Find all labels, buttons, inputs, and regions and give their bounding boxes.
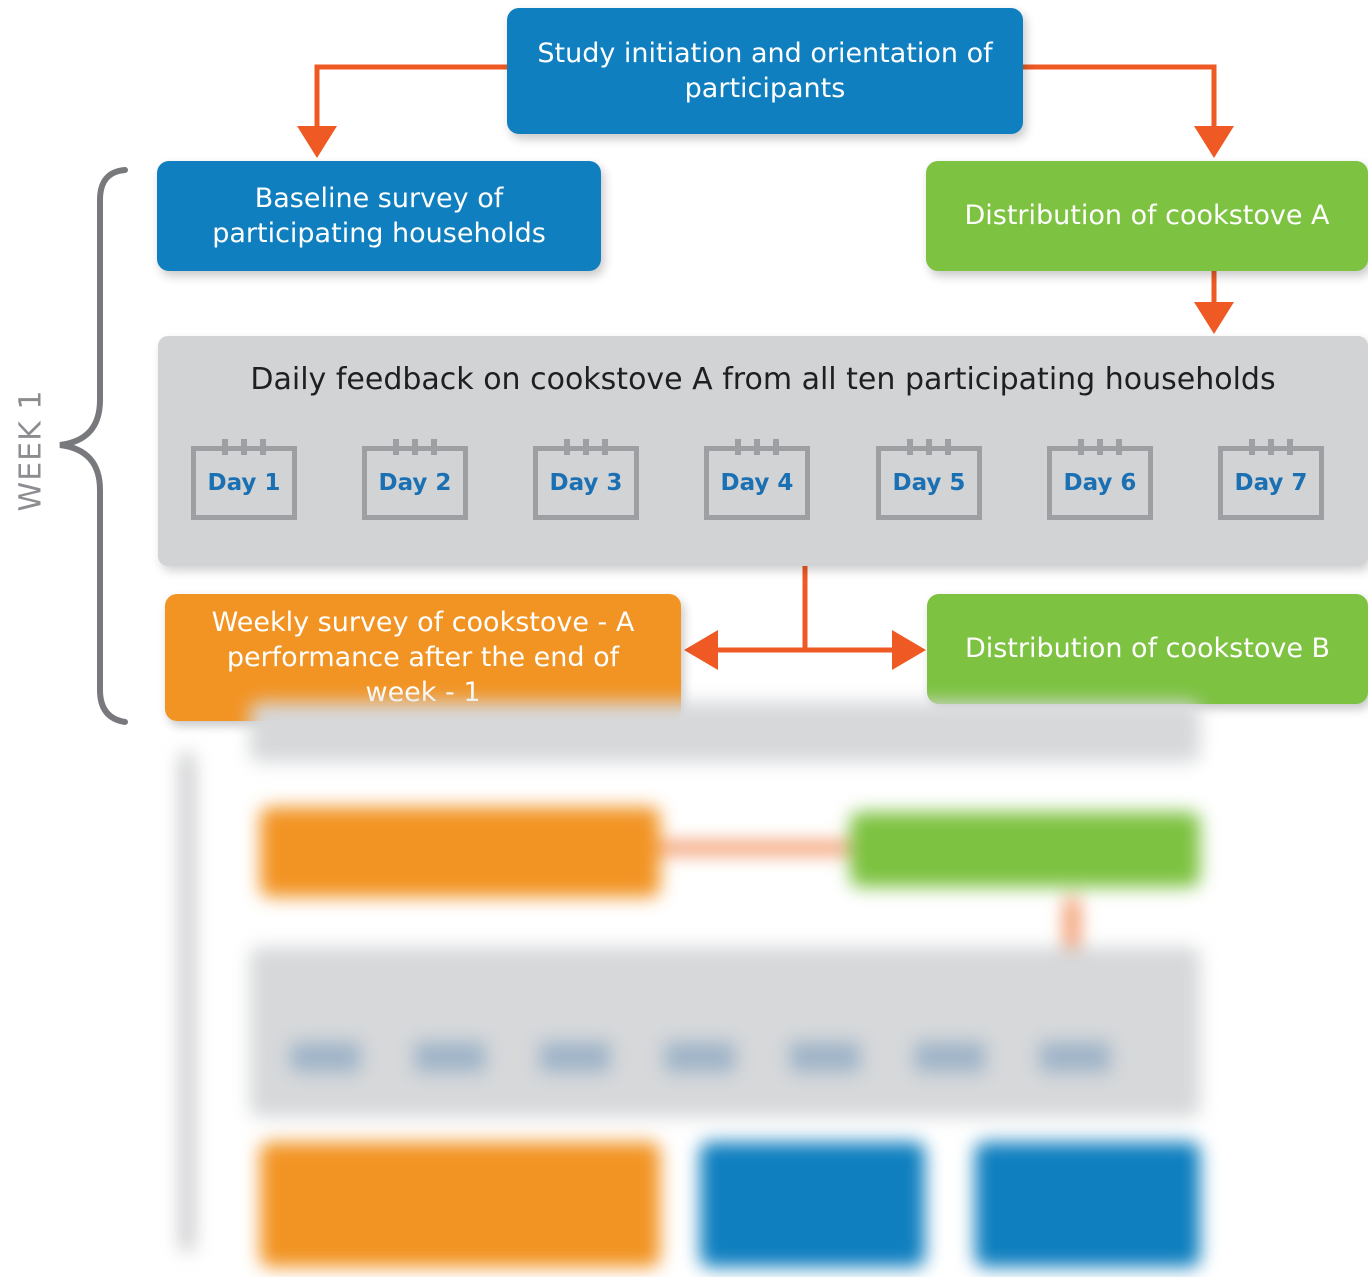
arrow-init-to-distribution-a <box>1023 64 1217 130</box>
calendar-ring <box>564 439 570 455</box>
calendar-ring <box>1268 439 1274 455</box>
day-label: Day 7 <box>1234 470 1308 496</box>
arrowhead-weekly <box>684 630 718 670</box>
distribution-b-text: Distribution of cookstove B <box>964 633 1331 665</box>
blurred-daily-panel <box>250 947 1200 1117</box>
initiation-text: Study initiation and orientation of part… <box>537 37 993 104</box>
calendar-day-7: Day 7 <box>1218 439 1324 520</box>
calendar-ring <box>1097 439 1103 455</box>
calendar-ring <box>222 439 228 455</box>
calendar-ring <box>602 439 608 455</box>
blurred-continuation <box>110 702 1230 1277</box>
calendar-day-6: Day 6 <box>1047 439 1153 520</box>
calendar-ring <box>583 439 589 455</box>
calendar-ring <box>945 439 951 455</box>
blurred-connector <box>1065 897 1079 952</box>
calendar-ring <box>754 439 760 455</box>
arrowhead-baseline <box>297 126 337 158</box>
arrow-init-to-baseline <box>314 64 507 130</box>
calendar-ring <box>907 439 913 455</box>
day-label: Day 3 <box>549 470 623 496</box>
blurred-panel-top <box>250 702 1200 762</box>
calendar-day-5: Day 5 <box>876 439 982 520</box>
baseline-survey-box: Baseline survey of participating househo… <box>157 161 601 271</box>
weekly-survey-text: Weekly survey of cookstove - A performan… <box>211 606 635 709</box>
calendar-ring <box>412 439 418 455</box>
day-label: Day 6 <box>1063 470 1137 496</box>
day-label: Day 2 <box>378 470 452 496</box>
day-label: Day 5 <box>892 470 966 496</box>
calendar-ring <box>1249 439 1255 455</box>
week-brace <box>59 167 128 725</box>
blurred-brace <box>180 752 194 1252</box>
week-label-text: WEEK 1 <box>13 389 49 511</box>
calendar-ring <box>1078 439 1084 455</box>
calendar-ring <box>260 439 266 455</box>
blurred-orange-box <box>260 807 660 897</box>
calendar-ring <box>393 439 399 455</box>
calendar-day-4: Day 4 <box>704 439 810 520</box>
blurred-blue-box <box>975 1142 1200 1267</box>
day-label: Day 4 <box>720 470 794 496</box>
arrowhead-distribution-a <box>1194 126 1234 158</box>
distribution-a-box: Distribution of cookstove A <box>926 161 1368 271</box>
calendar-day-3: Day 3 <box>533 439 639 520</box>
distribution-b-box: Distribution of cookstove B <box>927 594 1368 704</box>
calendar-ring <box>773 439 779 455</box>
blurred-green-box <box>850 812 1200 887</box>
baseline-survey-text: Baseline survey of participating househo… <box>212 182 546 249</box>
blurred-orange-box <box>260 1142 660 1267</box>
arrowhead-distribution-b <box>892 630 926 670</box>
calendar-ring <box>735 439 741 455</box>
calendar-day-1: Day 1 <box>191 439 297 520</box>
daily-feedback-panel: Daily feedback on cookstove A from all t… <box>158 336 1368 566</box>
calendar-ring <box>431 439 437 455</box>
initiation-box: Study initiation and orientation of part… <box>507 8 1023 134</box>
calendar-day-2: Day 2 <box>362 439 468 520</box>
week-label: WEEK 1 <box>8 389 54 511</box>
calendar-ring <box>1287 439 1293 455</box>
blurred-blue-box <box>700 1142 925 1267</box>
blurred-connector <box>660 842 850 854</box>
calendar-ring <box>241 439 247 455</box>
calendar-ring <box>1116 439 1122 455</box>
blurred-day-marks <box>290 1042 1160 1072</box>
distribution-a-text: Distribution of cookstove A <box>964 200 1330 232</box>
daily-feedback-title: Daily feedback on cookstove A from all t… <box>250 362 1276 397</box>
arrowhead-daily <box>1194 302 1234 334</box>
calendar-ring <box>926 439 932 455</box>
day-label: Day 1 <box>207 470 281 496</box>
